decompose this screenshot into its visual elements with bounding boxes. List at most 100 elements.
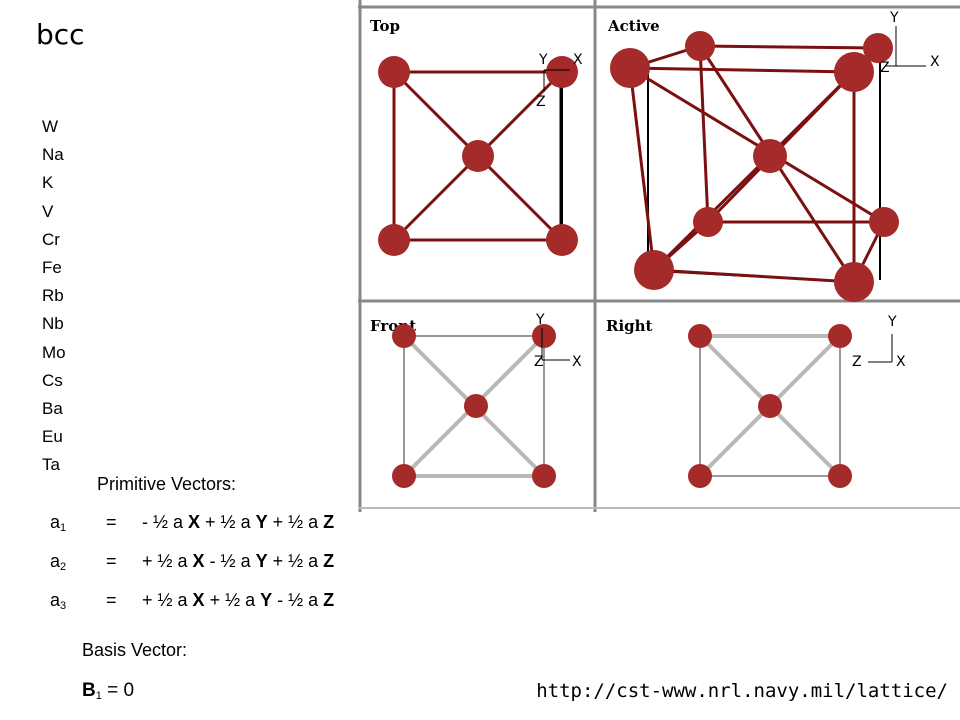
right-atoms bbox=[688, 324, 852, 488]
active-axis-y: Y bbox=[889, 10, 899, 26]
atom bbox=[693, 207, 723, 237]
atom bbox=[758, 394, 782, 418]
atom bbox=[464, 394, 488, 418]
vector-symbol: a2 bbox=[50, 551, 66, 573]
source-url: http://cst-www.nrl.navy.mil/lattice/ bbox=[536, 680, 948, 702]
element-item: K bbox=[42, 173, 54, 193]
top-axis-x: X bbox=[573, 52, 583, 68]
atom bbox=[863, 33, 893, 63]
atom bbox=[634, 250, 674, 290]
atom bbox=[532, 324, 556, 348]
bcc-lattice-views: Top Active Front Right Y X Z bbox=[358, 0, 960, 512]
element-item: Ta bbox=[42, 455, 60, 475]
term-coefficient: - ½ a bbox=[272, 590, 324, 610]
atom bbox=[532, 464, 556, 488]
atom bbox=[685, 31, 715, 61]
right-axis-y: Y bbox=[887, 314, 897, 330]
right-axis-z: Z bbox=[852, 354, 862, 370]
atom bbox=[462, 140, 494, 172]
atom bbox=[610, 48, 650, 88]
element-item: Nb bbox=[42, 314, 64, 334]
front-view: Y X Z bbox=[392, 312, 582, 488]
term-coefficient: + ½ a bbox=[200, 512, 256, 532]
atom bbox=[392, 464, 416, 488]
element-item: Na bbox=[42, 145, 64, 165]
vector-index: 2 bbox=[60, 561, 67, 573]
element-item: Rb bbox=[42, 286, 64, 306]
vector-expression: - ½ a X + ½ a Y + ½ a Z bbox=[142, 512, 334, 533]
atom bbox=[392, 324, 416, 348]
front-axis-x: X bbox=[572, 354, 582, 370]
atom bbox=[869, 207, 899, 237]
element-item: V bbox=[42, 201, 54, 221]
element-item: Eu bbox=[42, 427, 63, 447]
active-axis-x: X bbox=[930, 54, 940, 70]
top-axes: Y X Z bbox=[536, 52, 583, 110]
panel-label-active: Active bbox=[607, 17, 660, 35]
basis-index: 1 bbox=[95, 690, 102, 702]
term-axis: Y bbox=[255, 512, 268, 532]
basis-symbol: B bbox=[82, 680, 96, 701]
term-coefficient: + ½ a bbox=[204, 590, 261, 610]
top-view: Y X Z bbox=[378, 52, 583, 256]
term-coefficient: - ½ a bbox=[142, 512, 189, 532]
atom bbox=[834, 262, 874, 302]
atom bbox=[688, 464, 712, 488]
term-axis: Y bbox=[260, 590, 273, 610]
term-axis: Y bbox=[255, 551, 268, 571]
equals-sign: = bbox=[106, 512, 117, 532]
equals-sign: = bbox=[106, 590, 117, 610]
element-item: W bbox=[42, 117, 59, 136]
atom bbox=[378, 56, 410, 88]
active-atoms bbox=[610, 31, 899, 302]
term-coefficient: + ½ a bbox=[142, 551, 193, 571]
active-axes: Y X Z bbox=[880, 10, 940, 76]
vector-letter: a bbox=[50, 512, 61, 532]
right-axis-x: X bbox=[896, 354, 906, 370]
front-axis-y: Y bbox=[535, 312, 545, 328]
front-axes: Y X Z bbox=[534, 312, 582, 370]
element-item: Cr bbox=[42, 229, 60, 249]
atom bbox=[546, 224, 578, 256]
vector-symbol: a3 bbox=[50, 590, 66, 612]
term-coefficient: + ½ a bbox=[267, 512, 324, 532]
vector-index: 3 bbox=[60, 600, 67, 612]
top-axis-y: Y bbox=[538, 52, 548, 68]
term-axis: X bbox=[192, 590, 205, 610]
basis-vector-value: B1 = 0 bbox=[82, 680, 134, 702]
term-coefficient: + ½ a bbox=[142, 590, 193, 610]
term-axis: X bbox=[188, 512, 201, 532]
panel-label-right: Right bbox=[606, 317, 653, 335]
front-atoms bbox=[392, 324, 556, 488]
active-axis-z: Z bbox=[880, 60, 890, 76]
vector-expression: + ½ a X + ½ a Y - ½ a Z bbox=[142, 590, 334, 611]
atom bbox=[834, 52, 874, 92]
term-axis: Z bbox=[323, 551, 335, 571]
element-item: Mo bbox=[42, 342, 66, 362]
vector-expression: + ½ a X - ½ a Y + ½ a Z bbox=[142, 551, 334, 572]
vector-letter: a bbox=[50, 590, 61, 610]
element-item: Ba bbox=[42, 399, 63, 419]
basis-value: = 0 bbox=[101, 680, 135, 701]
active-view: Y X Z bbox=[610, 10, 940, 302]
basis-vector-heading: Basis Vector: bbox=[82, 640, 188, 660]
vector-index: 1 bbox=[60, 522, 67, 534]
vector-letter: a bbox=[50, 551, 61, 571]
term-axis: Z bbox=[323, 512, 335, 532]
atom bbox=[753, 139, 787, 173]
term-coefficient: + ½ a bbox=[267, 551, 324, 571]
term-coefficient: - ½ a bbox=[204, 551, 256, 571]
page-title: bcc bbox=[36, 18, 85, 51]
term-axis: Z bbox=[323, 590, 335, 610]
atom bbox=[828, 324, 852, 348]
front-axis-z: Z bbox=[534, 354, 544, 370]
vector-symbol: a1 bbox=[50, 512, 66, 534]
top-axis-z: Z bbox=[536, 94, 546, 110]
right-view: Y X Z bbox=[688, 314, 906, 488]
right-axes: Y X Z bbox=[852, 314, 906, 370]
panel-label-top: Top bbox=[370, 17, 400, 35]
atom bbox=[688, 324, 712, 348]
atom bbox=[828, 464, 852, 488]
atom bbox=[546, 56, 578, 88]
atom bbox=[378, 224, 410, 256]
